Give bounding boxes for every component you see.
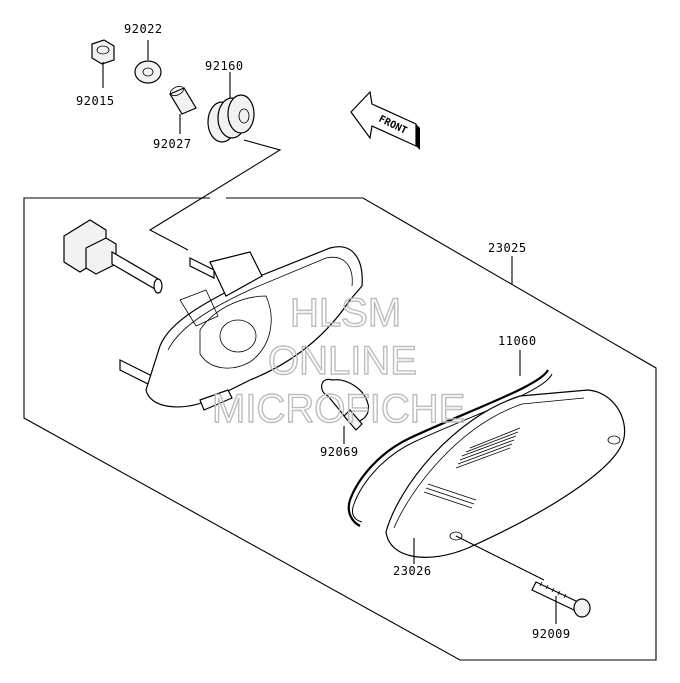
label-92009[interactable]: 92009	[532, 627, 571, 641]
front-arrow-icon: FRONT	[350, 90, 420, 150]
label-11060[interactable]: 11060	[498, 334, 537, 348]
label-92027[interactable]: 92027	[153, 137, 192, 151]
grommet-part[interactable]	[207, 72, 255, 143]
taillight-housing-part[interactable]	[63, 219, 363, 411]
label-92022[interactable]: 92022	[124, 22, 163, 36]
watermark-line2: ONLINE	[268, 339, 417, 383]
screw-part[interactable]	[531, 581, 591, 624]
lens-part[interactable]	[385, 389, 626, 581]
washer-part[interactable]	[134, 40, 162, 84]
label-23026[interactable]: 23026	[393, 564, 432, 578]
watermark: HLSM ONLINE MICROFICHE	[211, 290, 466, 431]
collar-part[interactable]	[169, 84, 197, 134]
part-labels: 92022 92015 92160 92027 23025 11060 9206…	[76, 22, 571, 641]
label-92069[interactable]: 92069	[320, 445, 359, 459]
lens-ribs	[423, 427, 521, 509]
label-23025[interactable]: 23025	[488, 241, 527, 255]
nut-part[interactable]	[91, 39, 115, 88]
bulb-part[interactable]	[321, 378, 370, 444]
assembly-outline	[23, 139, 657, 661]
label-92160[interactable]: 92160	[205, 59, 244, 73]
label-92015[interactable]: 92015	[76, 94, 115, 108]
watermark-line1: HLSM	[290, 291, 401, 335]
watermark-line3: MICROFICHE	[212, 387, 465, 431]
